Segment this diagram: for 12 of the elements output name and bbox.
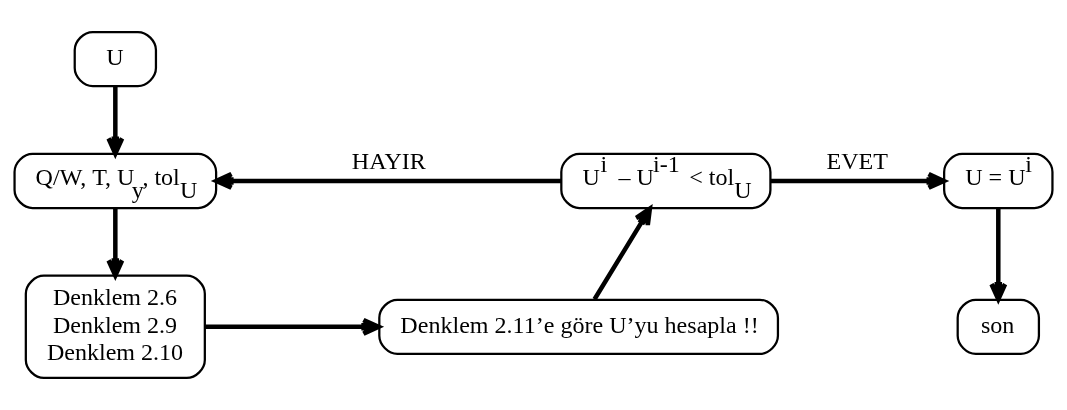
edge-label: HAYIR [351,147,426,174]
arrow [214,171,562,190]
node-box: Denklem 2.6 Denklem 2.9 Denklem 2.10 [24,274,206,380]
arrow [204,317,381,336]
arrow [770,171,947,190]
edge-label: EVET [826,147,888,174]
node-box: U [73,30,158,88]
arrow [106,208,125,278]
node-box: Denklem 2.11’e göre U’yu hesapla !! [378,298,780,356]
arrow [989,208,1008,302]
node-box: son [956,298,1041,356]
arrow [592,206,653,301]
